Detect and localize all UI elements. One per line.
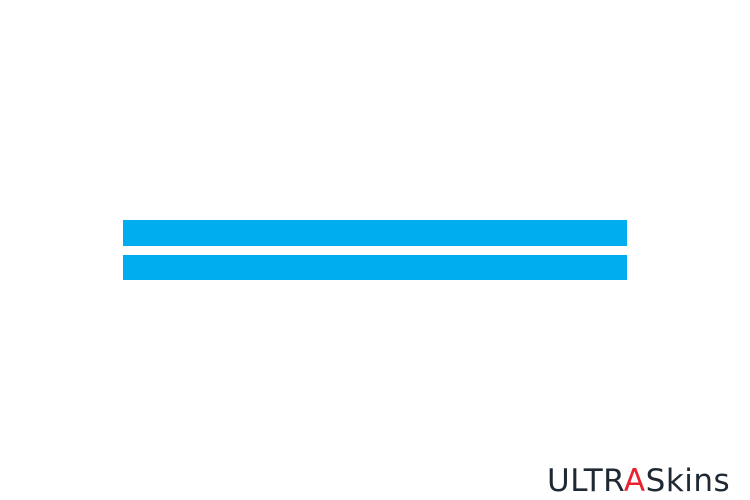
ultraskins-logo: ULTRASkins [547,463,730,499]
bottom-blue-stripe [123,255,627,280]
top-blue-stripe [123,220,627,246]
logo-text-a-highlight: A [623,463,646,499]
logo-text-ultr: ULTR [547,463,624,499]
logo-text-skins: Skins [645,463,731,499]
